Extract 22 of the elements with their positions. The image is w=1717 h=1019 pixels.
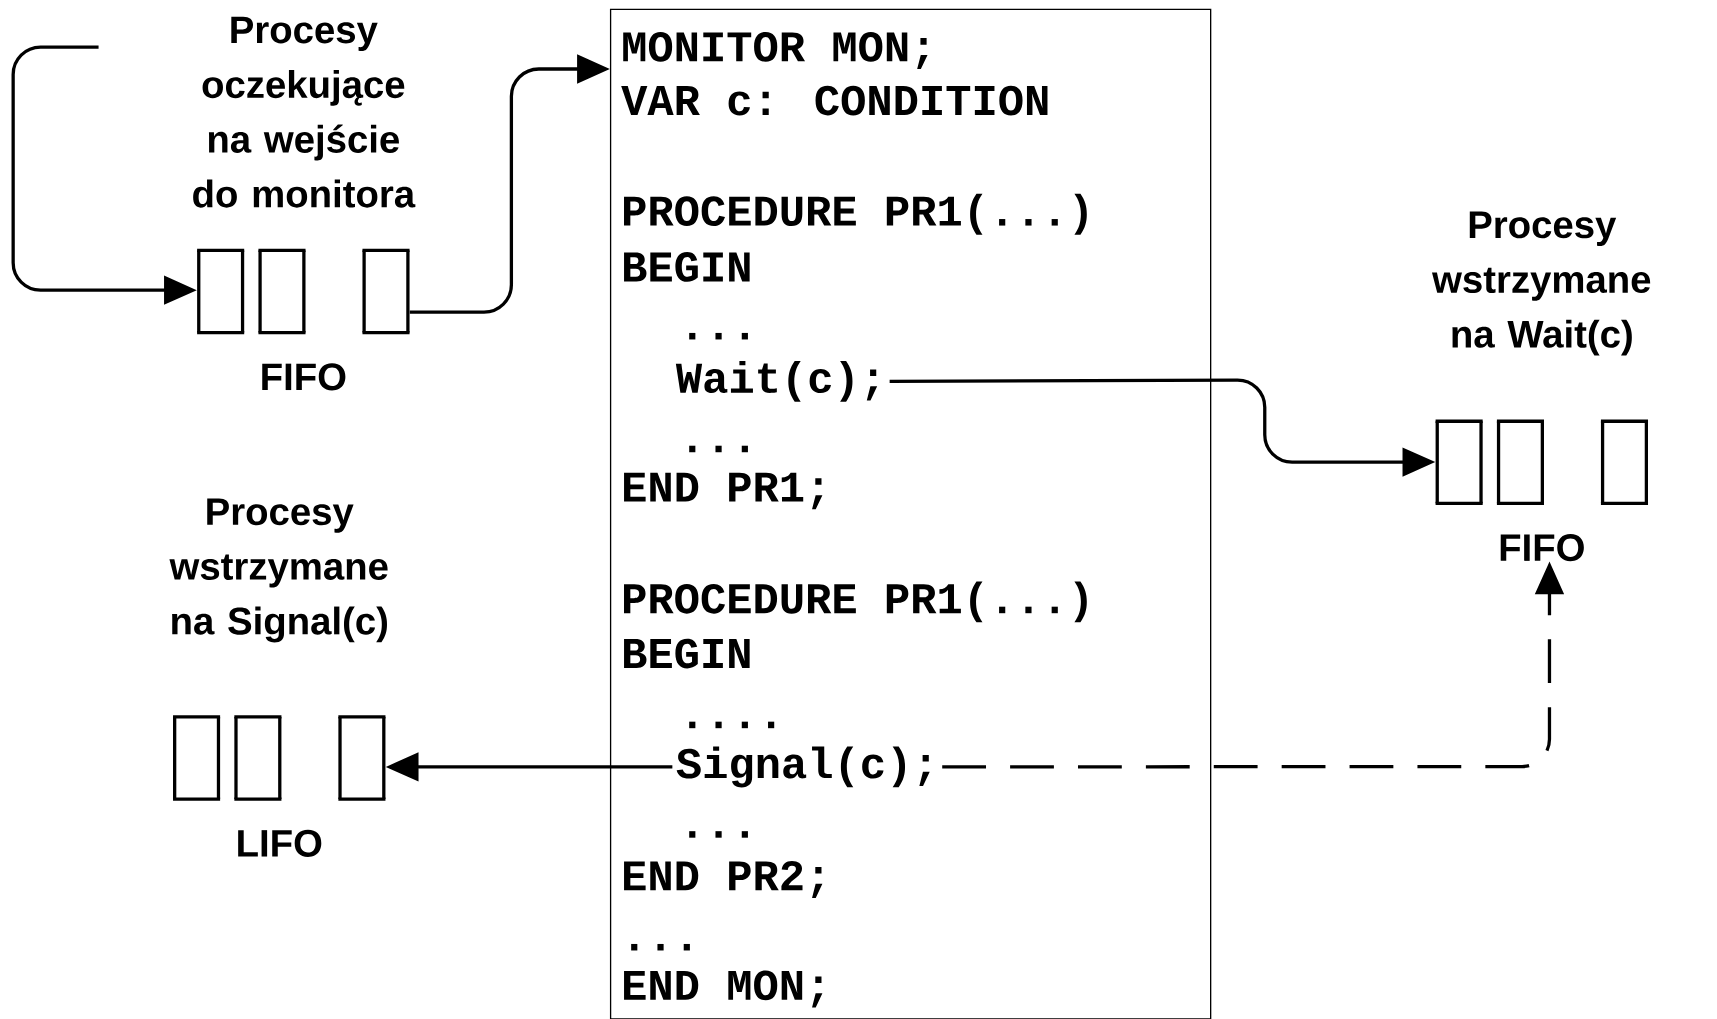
code-line: MONITOR MON; (623, 31, 928, 69)
code-line: ... (689, 830, 748, 838)
code-line: ... (689, 332, 748, 340)
heading: Procesy wstrzymane na Wait(c) (1432, 211, 1651, 356)
process-queue: LIFO (173, 715, 386, 857)
code-line: PROCEDURE PR1(...) (624, 193, 1087, 235)
heading: Procesy oczekujące na wejście do monitora (193, 16, 416, 208)
code-line: Wait(c); (675, 360, 878, 402)
code-line: END PR1; (624, 472, 823, 510)
code-line: END PR2; (624, 860, 823, 898)
code-line: Signal(c); (676, 746, 930, 788)
code-line: ... (689, 445, 748, 452)
code-line: END MON; (624, 970, 823, 1008)
code-line: BEGIN (624, 251, 750, 282)
heading: Procesy wstrzymane na Signal(c) (169, 498, 388, 643)
code-line: BEGIN (624, 638, 750, 669)
code-line: PROCEDURE PR1(...) (624, 581, 1087, 623)
code-line: ... (631, 943, 690, 951)
code-line: .... (689, 721, 775, 728)
code-line: VAR c: CONDITION (621, 85, 1048, 116)
process-queue: FIFO (1435, 419, 1649, 562)
process-queue: FIFO (197, 248, 410, 391)
